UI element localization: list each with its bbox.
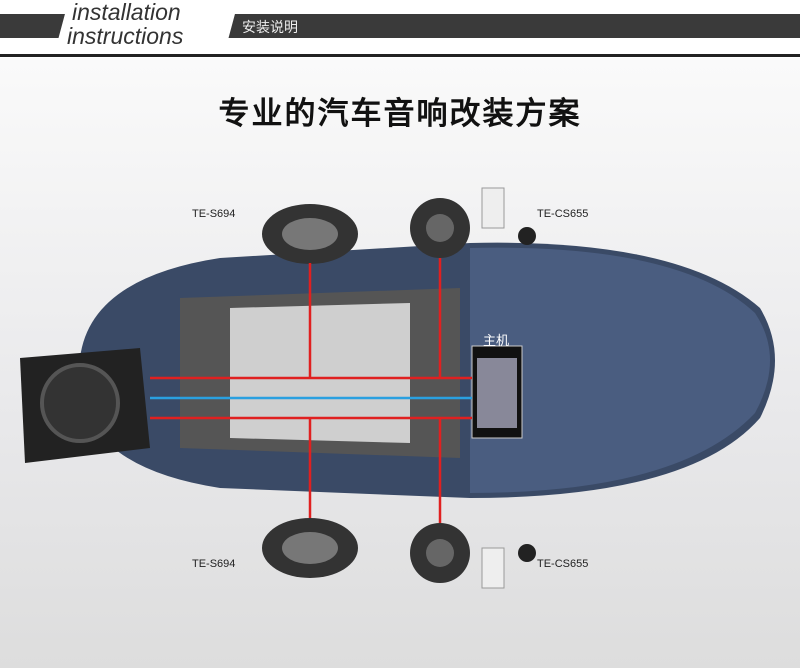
diagram-title: 专业的汽车音响改装方案 [218,96,582,131]
wiring [150,258,472,523]
car-body [80,242,775,498]
header-divider [0,54,800,57]
header-title-en-line2: instructions [67,23,184,49]
header-title-en: installation instructions [67,0,183,48]
label-rear-left-speaker: TE-S694 [192,208,236,220]
speaker-rear-right [262,518,358,578]
header-title-en-line1: installation [72,0,181,25]
label-front-left-component: TE-CS655 [537,208,589,220]
head-unit [471,345,523,439]
header-title-cn: 安装说明 [242,19,298,35]
diagram-stage: 专业的汽车音响改装方案 TE-S694 TE-CS655 TE-S694 TE-… [0,58,800,668]
header-banner: installation instructions 安装说明 [0,0,800,58]
label-head-unit: 主机 [483,333,510,348]
speaker-rear-left [262,204,358,264]
speaker-front-right [410,523,536,589]
subwoofer-box [20,348,150,463]
speaker-front-left [410,187,536,258]
label-front-right-component: TE-CS655 [537,558,589,570]
car-diagram [20,187,775,589]
label-rear-right-speaker: TE-S694 [192,558,236,570]
